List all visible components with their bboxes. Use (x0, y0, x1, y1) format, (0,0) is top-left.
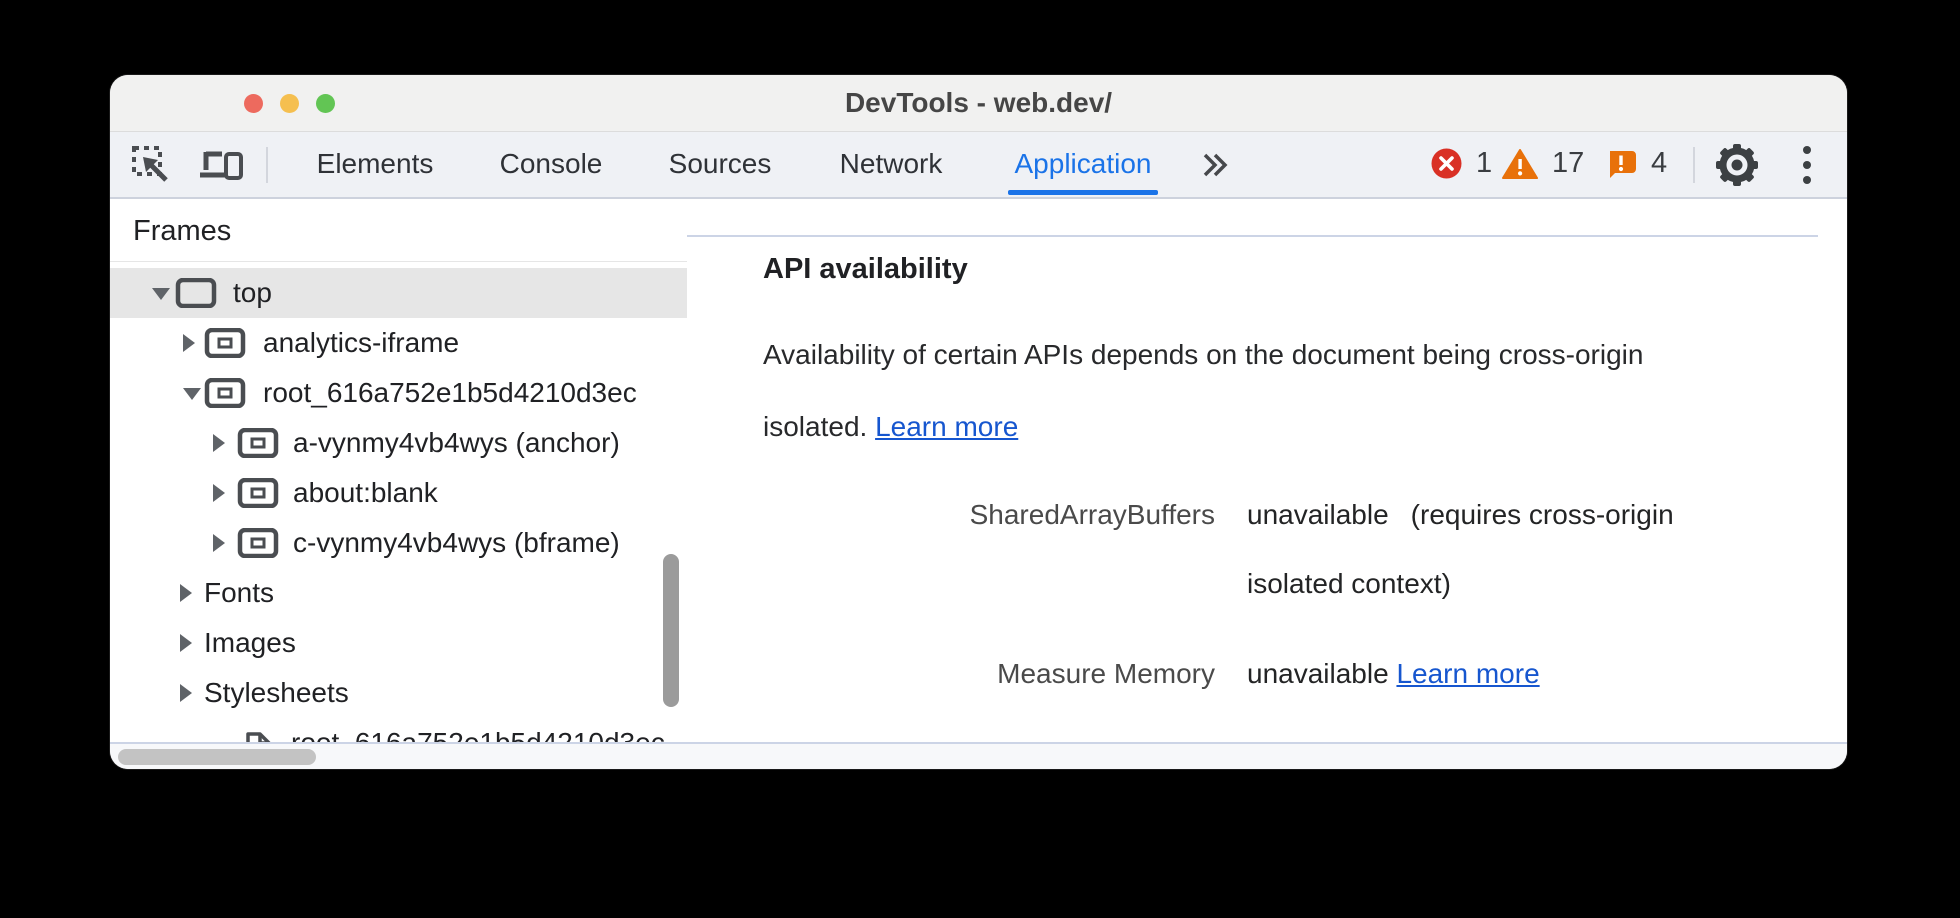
active-tab-underline (1008, 190, 1158, 195)
tree-item-label: Stylesheets (204, 677, 349, 708)
iframe-icon (204, 328, 246, 358)
page-icon (243, 732, 273, 742)
iframe-icon (237, 478, 279, 508)
iframe-icon (204, 378, 246, 408)
window-title: DevTools - web.dev/ (844, 87, 1113, 118)
iframe-icon (237, 528, 279, 558)
frames-sidebar: Frames top anal (110, 199, 689, 742)
devtools-window: DevTools - web.dev/ Elements (110, 75, 1847, 769)
toolbar-divider (1693, 147, 1695, 183)
error-badge[interactable]: 1 (1431, 132, 1492, 195)
chevron-right-icon[interactable] (213, 534, 225, 552)
chevron-right-icon[interactable] (213, 484, 225, 502)
chevron-right-icon[interactable] (213, 434, 225, 452)
chevron-down-icon[interactable] (152, 288, 170, 300)
settings-gear-icon[interactable] (1714, 132, 1760, 197)
api-availability-heading: API availability (763, 253, 968, 285)
more-tabs-icon[interactable] (1196, 132, 1236, 197)
warning-badge[interactable]: 17 (1502, 132, 1584, 195)
tree-item-label: Images (204, 627, 296, 658)
toolbar-divider (266, 147, 268, 183)
tree-item-bframe[interactable]: c-vynmy4vb4wys (bframe) (110, 518, 687, 568)
tree-item-label: a-vynmy4vb4wys (anchor) (293, 427, 620, 458)
tree-item-root-frame[interactable]: root_616a752e1b5d4210d3ec (110, 368, 687, 418)
tree-item-label: top (233, 277, 272, 308)
minimize-window-button[interactable] (280, 94, 299, 113)
availability-annotation-wrap: isolated context) (1247, 568, 1451, 599)
chevron-right-icon[interactable] (180, 634, 192, 652)
frame-details-panel: API availability Availability of certain… (687, 199, 1818, 742)
error-icon (1431, 148, 1462, 179)
tree-item-label: c-vynmy4vb4wys (bframe) (293, 527, 620, 558)
availability-status: unavailable (1247, 658, 1389, 689)
close-window-button[interactable] (244, 94, 263, 113)
frames-tree: top analytics-iframe r (110, 268, 687, 742)
tab-console[interactable]: Console (499, 148, 603, 179)
tree-item-images[interactable]: Images (110, 618, 687, 668)
api-availability-text-line2: isolated. Learn more (763, 411, 1018, 443)
iframe-icon (237, 428, 279, 458)
kebab-menu-icon[interactable] (1792, 132, 1822, 197)
inspect-cursor-icon[interactable] (128, 132, 174, 197)
tree-item-label: Fonts (204, 577, 275, 608)
devtools-content: Frames top anal (110, 199, 1847, 742)
chevron-down-icon[interactable] (183, 388, 201, 400)
tab-elements[interactable]: Elements (316, 148, 434, 179)
chevron-right-icon[interactable] (180, 684, 192, 702)
tree-item-top[interactable]: top (110, 268, 687, 318)
device-toolbar-icon[interactable] (196, 132, 248, 197)
tree-item-label: root_616a752e1b5d4210d3ec (263, 377, 637, 408)
error-count: 1 (1476, 147, 1493, 179)
tree-item-anchor-frame[interactable]: a-vynmy4vb4wys (anchor) (110, 418, 687, 468)
horizontal-scrollbar-track (110, 742, 1847, 769)
tree-item-fonts[interactable]: Fonts (110, 568, 687, 618)
learn-more-link[interactable]: Learn more (1396, 658, 1540, 689)
report-row-value: unavailable (requires cross-origin (1247, 499, 1674, 531)
tree-item-label: root_616a752e1b5d4210d3ec (291, 718, 687, 742)
report-row-value: unavailable Learn more (1247, 658, 1540, 690)
tree-item-label: about:blank (293, 477, 438, 508)
warning-icon (1502, 148, 1538, 179)
tab-sources[interactable]: Sources (668, 148, 772, 179)
title-bar: DevTools - web.dev/ (110, 75, 1847, 132)
frames-header: Frames (133, 215, 232, 247)
tree-item-stylesheets[interactable]: Stylesheets (110, 668, 687, 718)
tree-item-root-document[interactable]: root_616a752e1b5d4210d3ec (110, 718, 687, 742)
warning-count: 17 (1552, 147, 1585, 179)
paragraph-text: isolated. (763, 411, 876, 442)
tab-application[interactable]: Application (1014, 148, 1152, 179)
report-row-label: Measure Memory (997, 658, 1215, 689)
horizontal-scrollbar-thumb[interactable] (118, 749, 316, 765)
tab-network[interactable]: Network (839, 148, 943, 179)
issues-icon (1610, 150, 1636, 178)
zoom-window-button[interactable] (316, 94, 335, 113)
tree-item-label: analytics-iframe (263, 327, 460, 358)
issues-badge[interactable]: 4 (1605, 132, 1667, 195)
tree-item-about-blank[interactable]: about:blank (110, 468, 687, 518)
report-row-label: SharedArrayBuffers (969, 499, 1215, 530)
chevron-right-icon[interactable] (180, 584, 192, 602)
frame-icon (175, 278, 217, 308)
chevron-right-icon[interactable] (183, 334, 195, 352)
learn-more-link[interactable]: Learn more (875, 411, 1019, 442)
availability-status: unavailable (1247, 499, 1389, 530)
availability-annotation: (requires cross-origin (1410, 499, 1674, 530)
issues-count: 4 (1651, 147, 1668, 179)
sidebar-vertical-scrollbar[interactable] (663, 554, 679, 707)
api-availability-text-line1: Availability of certain APIs depends on … (763, 339, 1644, 370)
frames-header-divider (110, 261, 687, 262)
tree-item-analytics-iframe[interactable]: analytics-iframe (110, 318, 687, 368)
section-divider (687, 235, 1818, 237)
devtools-toolbar: Elements Console Sources Network Applica… (110, 132, 1847, 199)
